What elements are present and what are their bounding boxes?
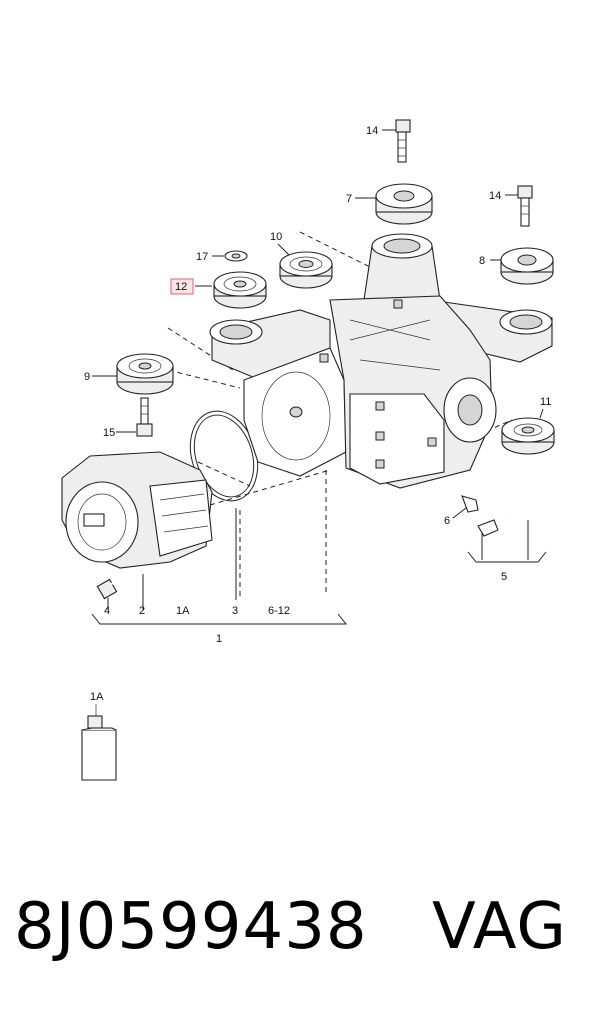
callout-8: 8 bbox=[479, 255, 485, 267]
callout-12-highlight bbox=[170, 278, 194, 295]
part-10-mount bbox=[279, 251, 333, 289]
part-11-mount bbox=[501, 417, 555, 455]
part-12-mount bbox=[213, 271, 267, 309]
part-15-bolt bbox=[136, 397, 153, 437]
callout-15: 15 bbox=[103, 427, 115, 439]
group-bracket-1 bbox=[91, 613, 348, 625]
callout-5: 5 bbox=[501, 571, 507, 583]
callout-3: 3 bbox=[232, 605, 238, 617]
callout-9: 9 bbox=[84, 371, 90, 383]
callout-7: 7 bbox=[346, 193, 352, 205]
callout-1a-bottle: 1A bbox=[90, 691, 104, 703]
callout-6-12: 6-12 bbox=[268, 605, 290, 617]
part-1a-oil-bottle bbox=[81, 704, 117, 781]
group-bracket-5 bbox=[467, 551, 547, 563]
part-14-bolt-right bbox=[517, 185, 533, 227]
callout-11: 11 bbox=[540, 396, 551, 408]
callout-1a: 1A bbox=[176, 605, 190, 617]
part-2-actuator-unit bbox=[61, 451, 213, 569]
callout-labels: 14 7 14 8 10 17 12 9 15 11 6 5 4 2 1A 3 … bbox=[84, 125, 551, 703]
callout-12: 12 bbox=[175, 281, 187, 293]
part-5-vent-hose bbox=[477, 481, 545, 537]
callout-14-upper: 14 bbox=[366, 125, 378, 137]
part-14-bolt-upper bbox=[395, 119, 411, 163]
callout-2: 2 bbox=[139, 605, 145, 617]
callout-6: 6 bbox=[444, 515, 450, 527]
brand-name: VAG bbox=[432, 890, 567, 964]
callout-10: 10 bbox=[270, 231, 282, 243]
part-17-washer bbox=[224, 250, 248, 262]
callout-4: 4 bbox=[104, 605, 110, 617]
part-4-screw bbox=[96, 567, 137, 600]
part-6-vent-fitting bbox=[461, 495, 479, 513]
leader-lines bbox=[92, 129, 544, 610]
part-7-mount bbox=[375, 183, 433, 225]
callout-17: 17 bbox=[196, 251, 208, 263]
differential-housing bbox=[209, 233, 553, 489]
callout-1: 1 bbox=[216, 633, 222, 645]
part-number: 8J0599438 bbox=[14, 890, 368, 964]
part-8-mount bbox=[500, 247, 554, 285]
callout-14-right: 14 bbox=[489, 190, 501, 202]
part-9-mount bbox=[116, 353, 174, 395]
